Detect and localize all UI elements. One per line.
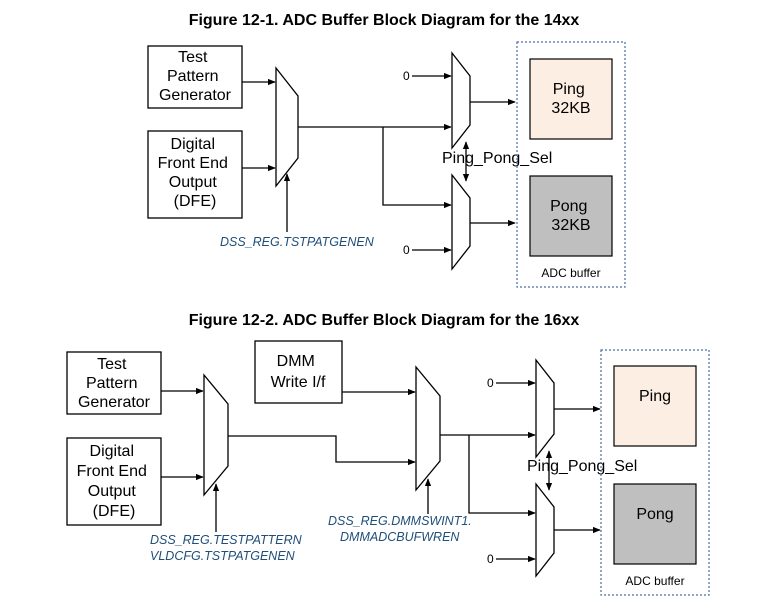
input-mux-2 bbox=[203, 373, 229, 497]
test-pattern-generator-box-2: Test Pattern Generator bbox=[66, 351, 162, 415]
dfe2-line-3: Output bbox=[88, 483, 137, 500]
ping-pong-sel-label-1: Ping_Pong_Sel bbox=[442, 150, 552, 167]
mux2-to-pong-mux-arrow bbox=[468, 435, 536, 517]
svg-text:Digital Front End: Digital Front End Output (DFE) bbox=[158, 136, 233, 210]
dfe2-line-1: Digital bbox=[90, 443, 134, 460]
dmm-write-if-box: DMM Write I/f bbox=[254, 340, 343, 404]
test-pattern-generator-box-1: Test Pattern Generator bbox=[147, 45, 243, 109]
svg-text:Digital Front End: Digital Front End Output (DFE) bbox=[77, 443, 152, 520]
dmm-mux bbox=[415, 365, 441, 492]
ping-pong-sel-label-2: Ping_Pong_Sel bbox=[527, 458, 637, 475]
zero-input-top-2: 0 bbox=[487, 376, 494, 390]
ping-mux-2 bbox=[535, 358, 555, 459]
adc-buffer-frame-2 bbox=[600, 349, 710, 596]
pong-buffer-1 bbox=[529, 175, 613, 257]
pong1-line-2: 32KB bbox=[551, 217, 590, 234]
dfe1-line-1: Digital bbox=[171, 136, 215, 153]
ping1-line-2: 32KB bbox=[551, 100, 590, 117]
svg-text:DMM Write I/f: DMM Write I/f bbox=[271, 353, 326, 391]
dfe1-line-4: (DFE) bbox=[174, 193, 217, 210]
input-mux-1 bbox=[275, 66, 299, 188]
dmm-line-1: DMM bbox=[277, 353, 315, 370]
dfe1-line-3: Output bbox=[169, 174, 218, 191]
figure-2-title: Figure 12-2. ADC Buffer Block Diagram fo… bbox=[189, 312, 580, 329]
dfe2-line-2: Front End bbox=[77, 463, 147, 480]
pong-mux-2 bbox=[535, 482, 555, 578]
tpg1-line-1: Test bbox=[178, 49, 208, 66]
dfe-box-2: Digital Front End Output (DFE) bbox=[66, 437, 162, 526]
svg-text:Ping 32KB: Ping 32KB bbox=[551, 81, 590, 117]
dfe1-line-2: Front End bbox=[158, 155, 228, 172]
tpg1-line-2: Pattern bbox=[167, 68, 219, 85]
pong2-label: Pong bbox=[636, 506, 673, 523]
zero-input-bottom-2: 0 bbox=[487, 552, 494, 566]
reg-label-2-line-2: DMMADCBUFWREN bbox=[340, 530, 460, 544]
pong1-line-1: Pong bbox=[550, 198, 587, 215]
dmm-line-2: Write I/f bbox=[271, 374, 326, 391]
mux1-to-pong-mux-arrow bbox=[382, 127, 452, 209]
ping2-label: Ping bbox=[639, 388, 671, 405]
adc-buffer-label-2: ADC buffer bbox=[625, 574, 684, 588]
pong-mux-1 bbox=[451, 173, 471, 271]
ping-buffer-1 bbox=[529, 58, 613, 140]
svg-text:Test Pattern G: Test Pattern Generator bbox=[159, 49, 232, 104]
reg-label-1-line-2: VLDCFG.TSTPATGENEN bbox=[150, 549, 296, 563]
tpg2-line-2: Pattern bbox=[86, 375, 138, 392]
adc-buffer-frame-1 bbox=[516, 41, 626, 288]
reg-label-dmmswint: DSS_REG.DMMSWINT1. DMMADCBUFWREN bbox=[328, 514, 475, 544]
figure-14xx: Figure 12-1. ADC Buffer Block Diagram fo… bbox=[147, 12, 626, 288]
pong-buffer-2 bbox=[613, 483, 697, 565]
ping-mux-1 bbox=[451, 51, 471, 150]
figure-1-title: Figure 12-1. ADC Buffer Block Diagram fo… bbox=[189, 12, 580, 29]
reg-label-1-line-1: DSS_REG.TESTPATTERN bbox=[150, 533, 303, 547]
reg-label-testpattern: DSS_REG.TESTPATTERN VLDCFG.TSTPATGENEN bbox=[150, 533, 305, 563]
ping-buffer-2 bbox=[613, 365, 697, 447]
reg-label-tstpatgenen: DSS_REG.TSTPATGENEN bbox=[220, 235, 375, 249]
svg-text:Pong 32KB: Pong 32KB bbox=[550, 198, 592, 234]
ping1-line-1: Ping bbox=[553, 81, 585, 98]
zero-input-top-1: 0 bbox=[403, 69, 410, 83]
tpg1-line-3: Generator bbox=[159, 87, 232, 104]
mux2a-to-mux2b-arrow bbox=[228, 435, 416, 466]
svg-text:Test Pattern G: Test Pattern Generator bbox=[78, 356, 151, 411]
tpg2-line-1: Test bbox=[97, 356, 127, 373]
tpg2-line-3: Generator bbox=[78, 394, 151, 411]
reg-label-2-line-1: DSS_REG.DMMSWINT1. bbox=[328, 514, 472, 528]
adc-buffer-label-1: ADC buffer bbox=[541, 266, 600, 280]
figure-16xx: Figure 12-2. ADC Buffer Block Diagram fo… bbox=[66, 312, 710, 596]
dfe-box-1: Digital Front End Output (DFE) bbox=[147, 130, 243, 219]
zero-input-bottom-1: 0 bbox=[403, 243, 410, 257]
dfe2-line-4: (DFE) bbox=[93, 503, 136, 520]
